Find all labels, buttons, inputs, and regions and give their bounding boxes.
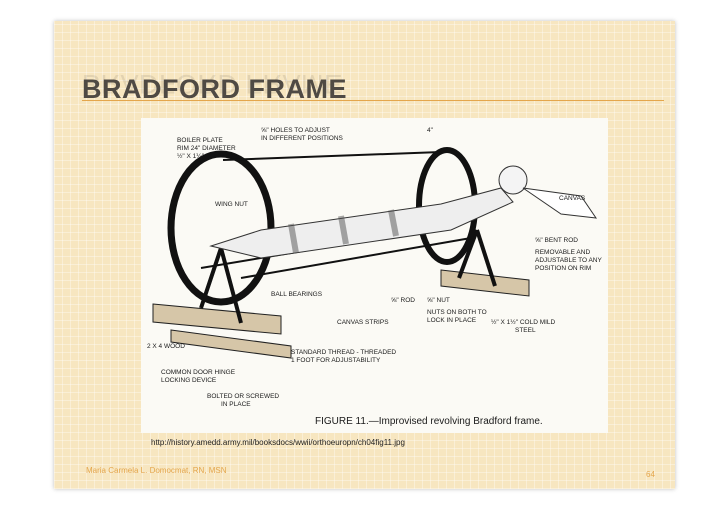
- label-nut: ⅝" NUT: [427, 297, 450, 304]
- right-stand: [457, 229, 497, 287]
- svg-text:⅝" HOLES TO ADJUST: ⅝" HOLES TO ADJUST: [261, 127, 330, 134]
- label-canvas-strips: CANVAS STRIPS: [337, 319, 389, 326]
- label-bolted: BOLTED OR SCREWED IN PLACE: [207, 393, 279, 408]
- page-number: 64: [646, 470, 655, 479]
- svg-text:½" X 1½" COLD MILD: ½" X 1½" COLD MILD: [491, 318, 556, 326]
- label-holes: ⅝" HOLES TO ADJUST IN DIFFERENT POSITION…: [261, 127, 344, 142]
- svg-text:LOCK IN PLACE: LOCK IN PLACE: [427, 317, 477, 324]
- svg-text:LOCKING DEVICE: LOCKING DEVICE: [161, 377, 217, 384]
- label-bent-rod: ⅝" BENT ROD: [535, 237, 578, 244]
- author-footer: Maria Carmela L. Domocmat, RN, MSN: [86, 466, 227, 475]
- label-wing-nut: WING NUT: [215, 201, 248, 208]
- svg-text:ADJUSTABLE TO ANY: ADJUSTABLE TO ANY: [535, 257, 602, 264]
- label-nuts-lock: NUTS ON BOTH TO LOCK IN PLACE: [427, 309, 487, 324]
- patient: [209, 165, 598, 259]
- svg-text:STEEL: STEEL: [515, 327, 536, 334]
- source-url: http://history.amedd.army.mil/booksdocs/…: [151, 438, 405, 447]
- label-boiler-plate: BOILER PLATE RIM 24" DIAMETER ½" X 1¼": [177, 137, 236, 160]
- label-dimension: 4": [427, 127, 434, 134]
- svg-text:RIM 24" DIAMETER: RIM 24" DIAMETER: [177, 145, 236, 152]
- label-removable: REMOVABLE AND ADJUSTABLE TO ANY POSITION…: [535, 249, 602, 272]
- svg-text:IN DIFFERENT POSITIONS: IN DIFFERENT POSITIONS: [261, 135, 344, 142]
- label-hinge: COMMON DOOR HINGE LOCKING DEVICE: [161, 369, 236, 384]
- svg-text:1 FOOT FOR ADJUSTABILITY: 1 FOOT FOR ADJUSTABILITY: [291, 357, 381, 364]
- svg-text:REMOVABLE AND: REMOVABLE AND: [535, 249, 590, 256]
- svg-text:½" X 1¼": ½" X 1¼": [177, 152, 205, 160]
- svg-text:COMMON DOOR HINGE: COMMON DOOR HINGE: [161, 369, 236, 376]
- label-thread: STANDARD THREAD - THREADED 1 FOOT FOR AD…: [291, 349, 396, 364]
- wooden-base-right: [440, 269, 530, 297]
- label-cold-steel: ½" X 1½" COLD MILD STEEL: [491, 318, 556, 334]
- label-rod: ⅝" ROD: [391, 297, 415, 304]
- label-wood: 2 X 4 WOOD: [147, 343, 185, 350]
- svg-text:POSITION ON RIM: POSITION ON RIM: [535, 265, 591, 272]
- title-divider: [82, 100, 664, 101]
- canvas-strips: [288, 209, 399, 254]
- svg-text:NUTS ON BOTH TO: NUTS ON BOTH TO: [427, 309, 487, 316]
- svg-text:STANDARD THREAD - THREADED: STANDARD THREAD - THREADED: [291, 349, 396, 356]
- svg-text:BOILER PLATE: BOILER PLATE: [177, 137, 223, 144]
- bradford-frame-illustration: BOILER PLATE RIM 24" DIAMETER ½" X 1¼" ⅝…: [147, 127, 602, 427]
- svg-text:BOLTED OR SCREWED: BOLTED OR SCREWED: [207, 393, 279, 400]
- slide-title: BRADFORD FRAME: [82, 74, 347, 104]
- bradford-frame-figure: BOILER PLATE RIM 24" DIAMETER ½" X 1¼" ⅝…: [141, 118, 608, 433]
- left-rim: [167, 150, 275, 306]
- label-ball-bearings: BALL BEARINGS: [271, 291, 323, 298]
- label-canvas: CANVAS: [559, 195, 586, 202]
- svg-text:IN PLACE: IN PLACE: [221, 401, 251, 408]
- figure-caption: FIGURE 11.—Improvised revolving Bradford…: [315, 416, 543, 427]
